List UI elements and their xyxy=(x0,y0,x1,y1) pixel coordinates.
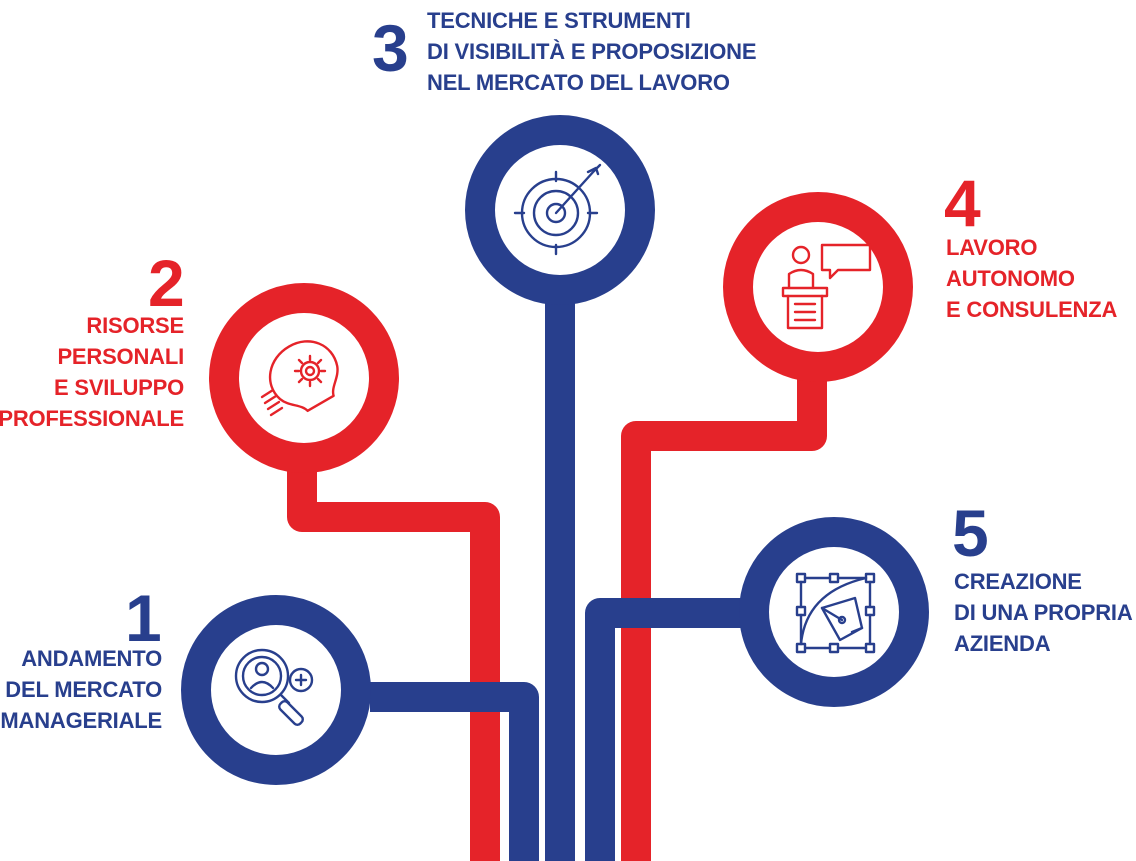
node-1-label-line: ANDAMENTO xyxy=(21,646,162,671)
target-arrow-icon xyxy=(513,163,602,256)
node-4-label-line: E CONSULENZA xyxy=(946,297,1118,322)
node-4-label: LAVORO AUTONOMO E CONSULENZA xyxy=(946,232,1117,325)
node-5-label-line: AZIENDA xyxy=(954,631,1051,656)
node-3-label-line: TECNICHE E STRUMENTI xyxy=(427,8,691,33)
lightbulb-gear-icon xyxy=(260,340,339,417)
node-3-number: 3 xyxy=(372,11,409,85)
node-5-label-line: CREAZIONE xyxy=(954,569,1082,594)
node-circle-5 xyxy=(739,517,929,707)
node-2-number: 2 xyxy=(148,246,185,320)
connector-node-1 xyxy=(370,682,539,861)
node-4-label-line: AUTONOMO xyxy=(946,266,1075,291)
node-2-label-line: PROFESSIONALE xyxy=(0,406,184,431)
pen-tool-vector-icon xyxy=(795,572,876,654)
node-1-label: ANDAMENTO DEL MERCATO MANAGERIALE xyxy=(0,643,162,736)
node-5-label-line: DI UNA PROPRIA xyxy=(954,600,1133,625)
node-3-label-line: NEL MERCATO DEL LAVORO xyxy=(427,70,730,95)
connector-node-5 xyxy=(585,598,750,861)
node-2-label-line: PERSONALI xyxy=(57,344,184,369)
node-2-label-line: RISORSE xyxy=(86,313,184,338)
node-3-label: TECNICHE E STRUMENTI DI VISIBILITÀ E PRO… xyxy=(427,5,757,98)
node-1-number: 1 xyxy=(125,581,162,655)
node-5-label: CREAZIONE DI UNA PROPRIA AZIENDA xyxy=(954,566,1133,659)
node-3-label-line: DI VISIBILITÀ E PROPOSIZIONE xyxy=(427,39,757,64)
node-4-number: 4 xyxy=(944,166,981,240)
node-4-label-line: LAVORO xyxy=(946,235,1038,260)
node-1-label-line: MANAGERIALE xyxy=(0,708,162,733)
node-5-number: 5 xyxy=(952,496,989,570)
node-1-label-line: DEL MERCATO xyxy=(5,677,162,702)
node-2-label-line: E SVILUPPO xyxy=(53,375,184,400)
search-person-add-icon xyxy=(234,648,314,726)
node-2-label: RISORSE PERSONALI E SVILUPPO PROFESSIONA… xyxy=(0,310,184,434)
speaker-podium-chat-icon xyxy=(781,243,872,330)
connector-node-4 xyxy=(621,372,827,861)
